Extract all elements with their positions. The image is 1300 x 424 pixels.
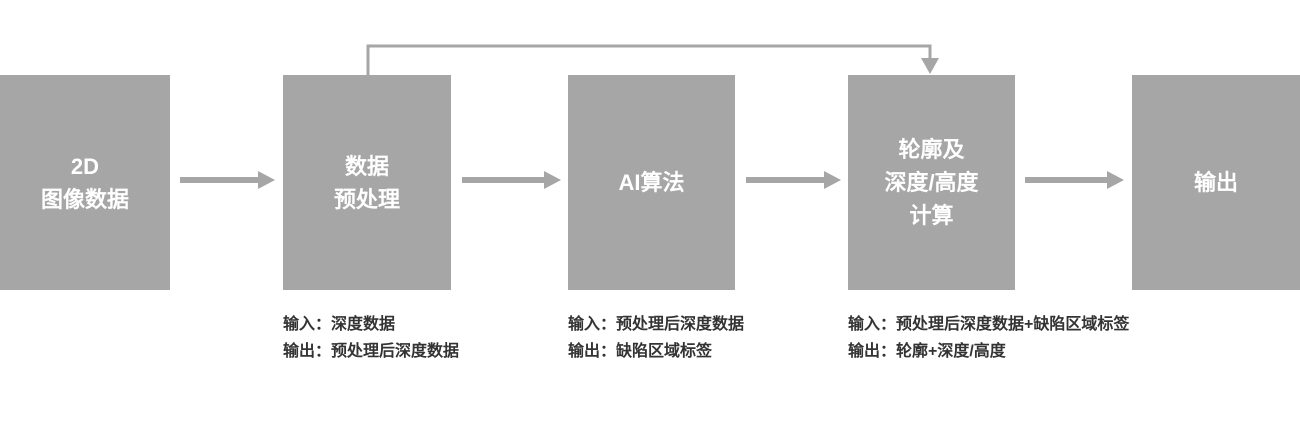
annotation-input-line: 输入：深度数据	[283, 316, 396, 333]
bypass-arrowhead-icon	[921, 58, 939, 74]
flow-box-ai-algorithm: AI算法	[568, 75, 735, 290]
annotation-preprocessing: 输入：深度数据 输出：预处理后深度数据	[283, 311, 459, 365]
flow-arrow-4-icon	[1025, 171, 1124, 189]
annotation-contour-depth-calc: 输入：预处理后深度数据+缺陷区域标签 输出：轮廓+深度/高度	[848, 311, 1129, 365]
flow-box-2d-image-data: 2D 图像数据	[0, 75, 170, 290]
bypass-arrow-line	[366, 44, 932, 75]
annotation-input-line: 输入：预处理后深度数据	[568, 316, 745, 333]
flow-box-output: 输出	[1132, 75, 1300, 290]
flow-arrow-1-icon	[180, 171, 275, 189]
flow-arrow-3-icon	[746, 171, 841, 189]
annotation-output-line: 输出：轮廓+深度/高度	[848, 343, 1006, 361]
flow-box-contour-depth-calc: 轮廓及 深度/高度 计算	[848, 75, 1015, 290]
annotation-output-line: 输出：缺陷区域标签	[568, 343, 713, 361]
annotation-input-line: 输入：预处理后深度数据+缺陷区域标签	[848, 316, 1130, 333]
annotation-ai-algorithm: 输入：预处理后深度数据 输出：缺陷区域标签	[568, 311, 744, 365]
flow-arrow-2-icon	[462, 171, 561, 189]
annotation-output-line: 输出：预处理后深度数据	[283, 343, 460, 361]
flow-box-preprocessing: 数据 预处理	[283, 75, 451, 290]
